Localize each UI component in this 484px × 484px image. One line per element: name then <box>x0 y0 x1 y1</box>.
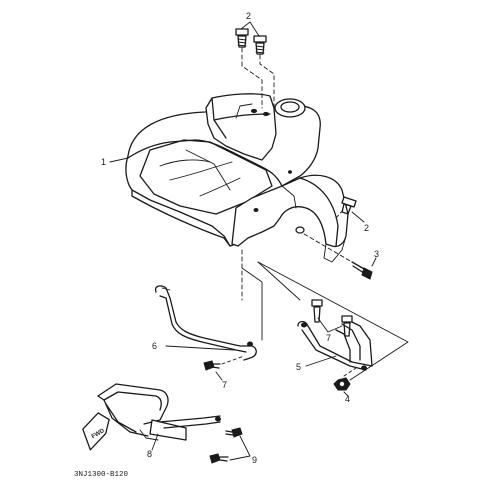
dashed-line-part-3 <box>303 233 353 263</box>
callout-7-left: 7 <box>222 380 227 390</box>
bolt-part-2-side[interactable] <box>341 196 357 215</box>
front-fender-part-1[interactable] <box>125 93 349 263</box>
leader-line-part-1 <box>109 157 129 163</box>
bolt-part-3[interactable] <box>351 261 373 280</box>
callout-4: 4 <box>345 394 350 404</box>
callout-7-right: 7 <box>326 333 331 343</box>
bracket-part-6[interactable] <box>154 285 257 361</box>
leader-line-part-3 <box>371 257 377 267</box>
callout-5: 5 <box>296 362 301 372</box>
callout-1: 1 <box>101 157 106 167</box>
leader-line-part-7-left <box>215 371 223 381</box>
leader-line-part-6 <box>165 345 235 351</box>
leader-line-part-8 <box>151 433 159 451</box>
guard-part-8[interactable] <box>97 383 221 441</box>
dashed-line-part-7-left <box>221 355 245 365</box>
callout-3: 3 <box>374 249 379 259</box>
bolts-part-9[interactable] <box>209 427 243 464</box>
assembly-dashed-lines <box>241 249 409 381</box>
bolt-part-7-left[interactable] <box>203 360 221 371</box>
dashed-line-part-2-side <box>335 209 344 219</box>
leader-lines-part-2-top <box>240 21 275 113</box>
dashed-line-part-4 <box>343 367 357 377</box>
leader-line-part-4 <box>343 391 349 397</box>
screw-part-2-top[interactable] <box>235 28 267 55</box>
callout-2-top: 2 <box>246 11 251 21</box>
fwd-arrow-icon: FWD <box>82 412 110 451</box>
bolts-part-7-right[interactable] <box>311 299 353 337</box>
bracket-part-5[interactable] <box>297 320 373 371</box>
nut-part-4[interactable] <box>333 377 351 391</box>
leader-line-part-9 <box>229 435 251 461</box>
leader-line-part-7-right <box>317 317 343 333</box>
leader-line-part-5 <box>305 355 337 367</box>
diagram-code: 3NJ1300-B120 <box>74 471 129 479</box>
callout-8: 8 <box>147 449 152 459</box>
callout-2-side: 2 <box>364 223 369 233</box>
callout-9: 9 <box>252 455 257 465</box>
leader-line-part-2-side <box>351 211 365 223</box>
callout-6: 6 <box>152 341 157 351</box>
